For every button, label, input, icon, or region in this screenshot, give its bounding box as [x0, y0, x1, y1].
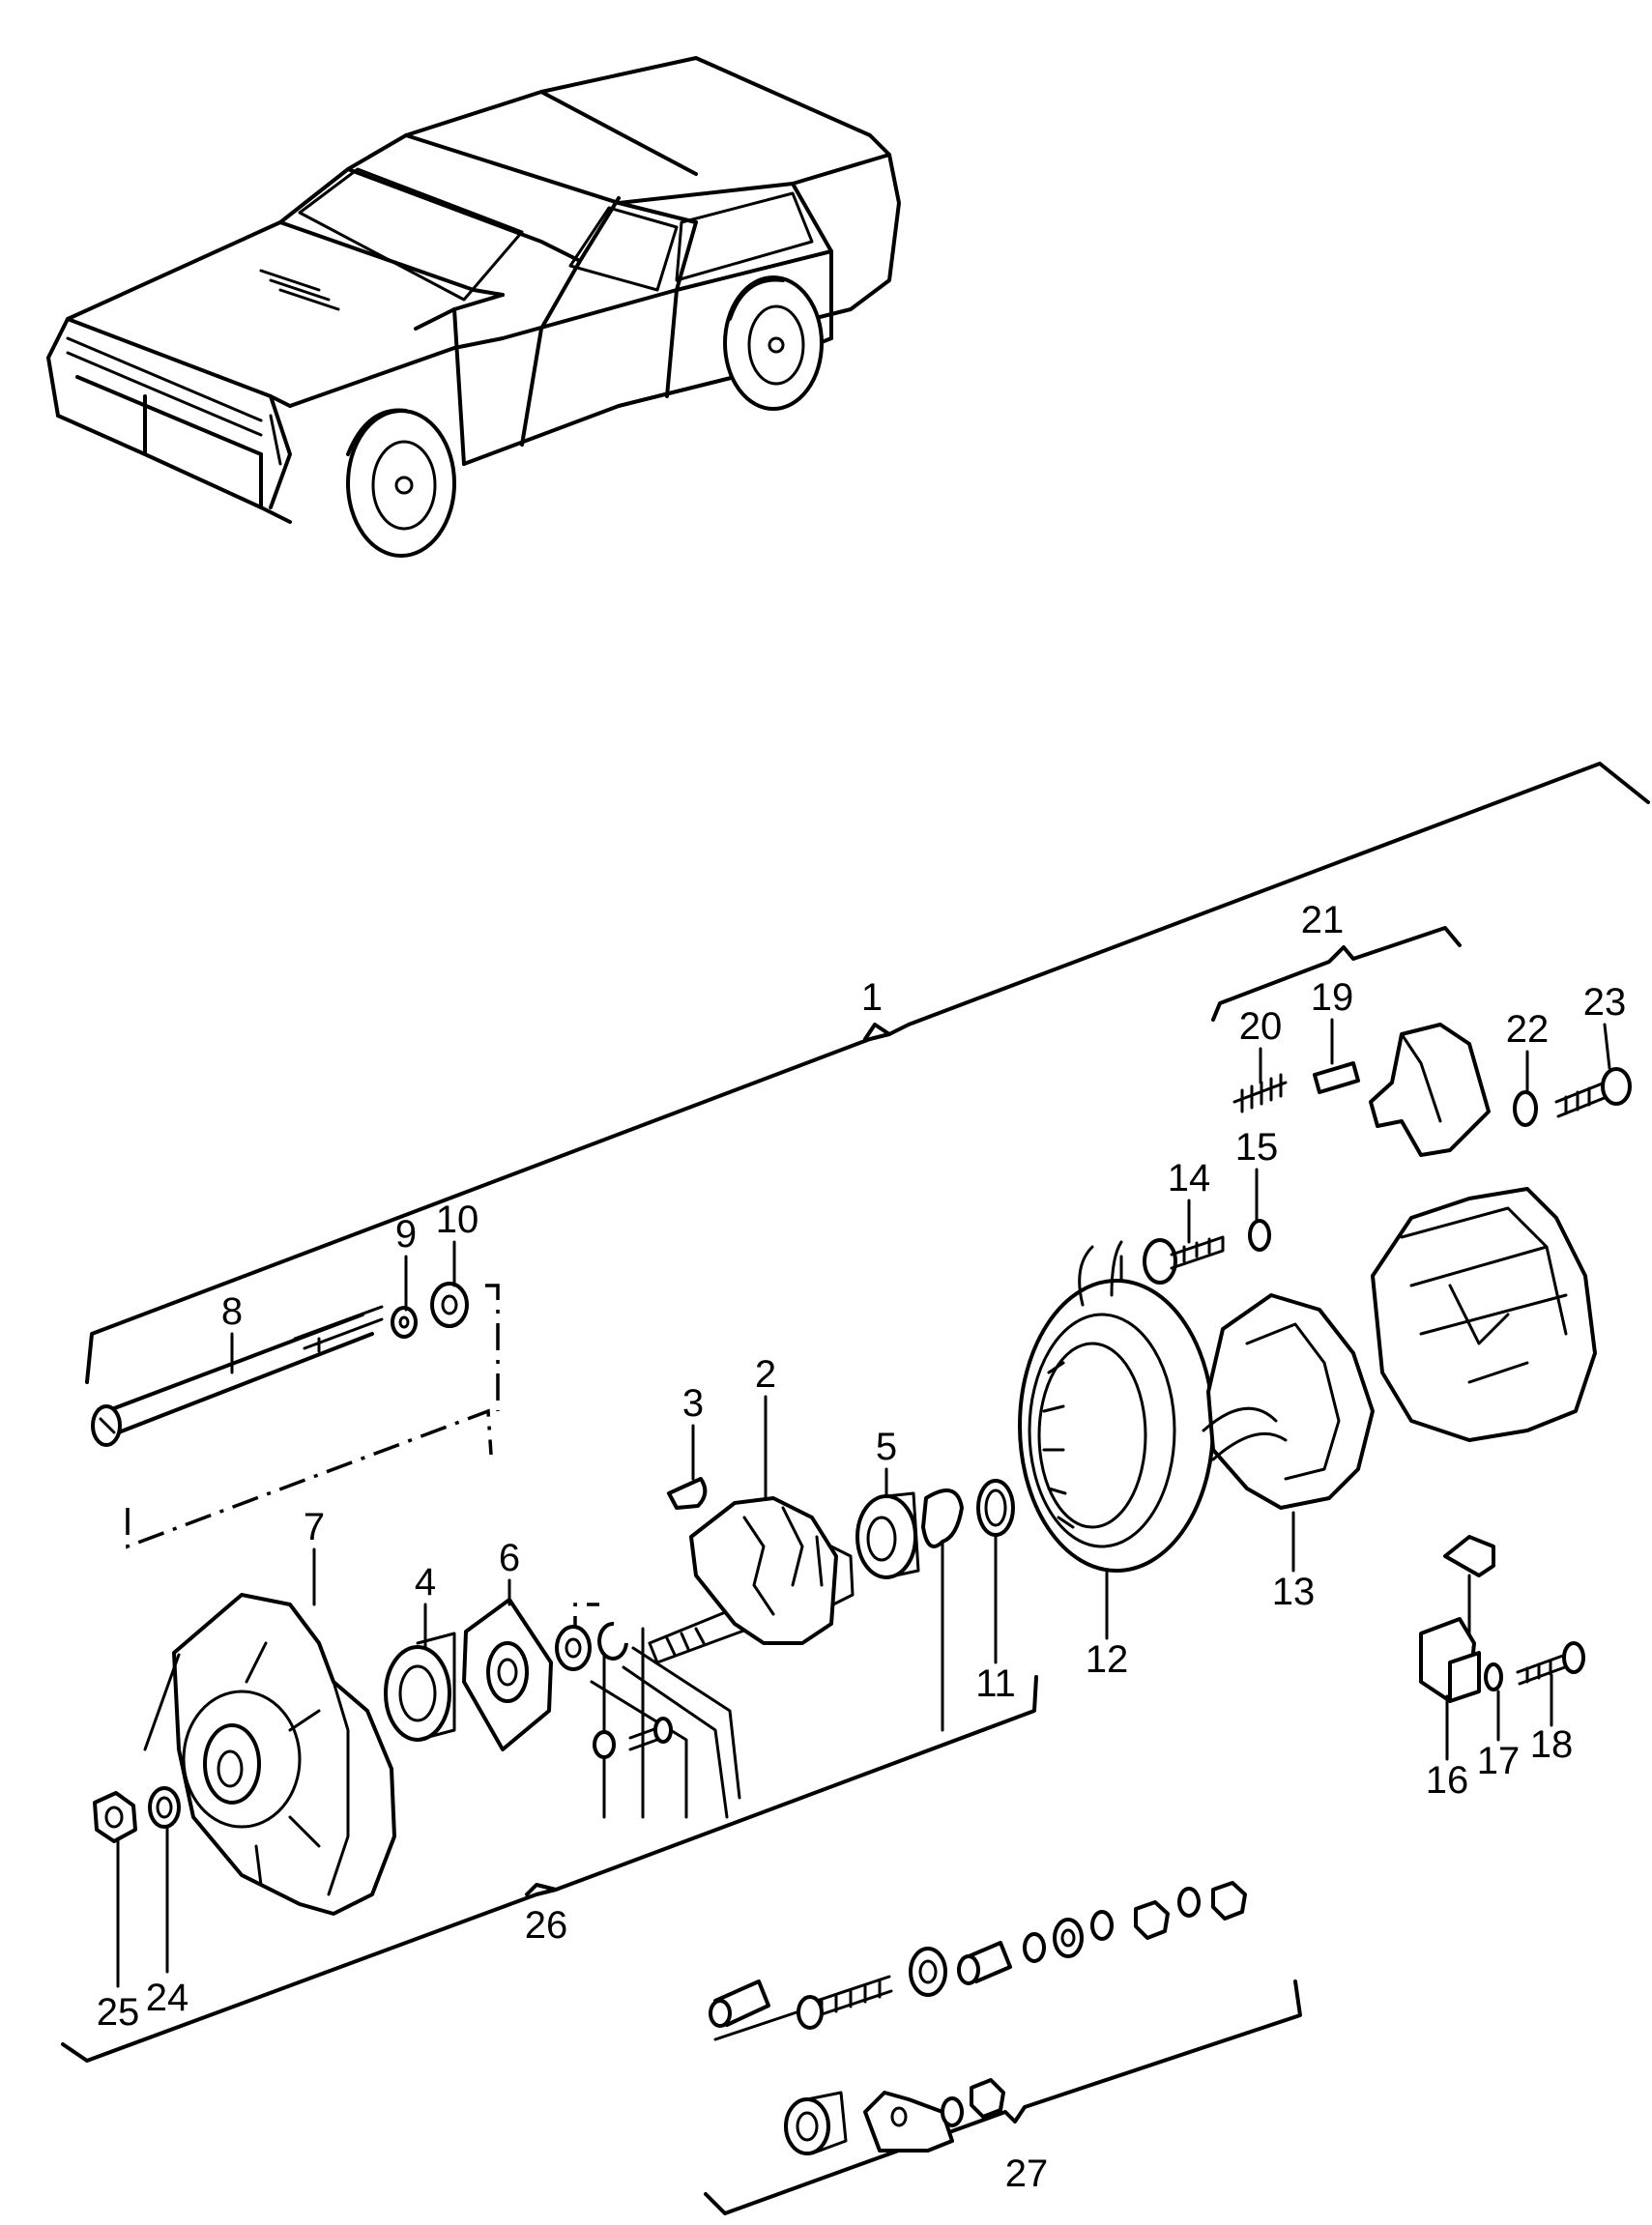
- callout-23: 23: [1583, 981, 1627, 1024]
- callout-12: 12: [1086, 1638, 1129, 1681]
- callout-22: 22: [1506, 1008, 1550, 1051]
- car-illustration: [46, 56, 901, 558]
- bracket-lines: [61, 762, 1650, 2215]
- callout-25: 25: [97, 1991, 140, 2034]
- callout-15: 15: [1235, 1126, 1279, 1169]
- callout-8: 8: [221, 1290, 243, 1333]
- callout-1: 1: [861, 976, 883, 1019]
- callout-6: 6: [499, 1537, 520, 1579]
- callout-26: 26: [525, 1904, 568, 1947]
- callout-labels: 1 2 3 4 5 6 7 8 9 10 11 12 13 14 15 16 1…: [97, 899, 1627, 2195]
- callout-9: 9: [395, 1213, 417, 1256]
- callout-11: 11: [975, 1662, 1016, 1705]
- callout-21: 21: [1301, 899, 1345, 941]
- callout-2: 2: [755, 1353, 776, 1396]
- callout-10: 10: [436, 1199, 479, 1241]
- callout-17: 17: [1477, 1740, 1521, 1782]
- callout-24: 24: [146, 1977, 189, 2019]
- end-housing-7: [172, 1593, 396, 1916]
- rotor-2: [648, 1496, 855, 1664]
- stator-12: [1018, 1240, 1215, 1573]
- callout-18: 18: [1530, 1723, 1574, 1766]
- callout-3: 3: [682, 1382, 704, 1425]
- callout-13: 13: [1272, 1571, 1316, 1613]
- callout-16: 16: [1426, 1759, 1469, 1802]
- callout-19: 19: [1311, 976, 1354, 1019]
- terminal-kit-27: [709, 1881, 1247, 2155]
- callout-14: 14: [1168, 1157, 1211, 1199]
- callout-4: 4: [415, 1561, 436, 1604]
- parts: [91, 1023, 1632, 2155]
- callout-5: 5: [876, 1426, 897, 1468]
- stator-housing: [1371, 1187, 1597, 1442]
- callout-20: 20: [1239, 1005, 1283, 1048]
- rectifier-13: [1202, 1293, 1375, 1510]
- callout-27: 27: [1005, 2153, 1049, 2195]
- callout-7: 7: [304, 1506, 325, 1548]
